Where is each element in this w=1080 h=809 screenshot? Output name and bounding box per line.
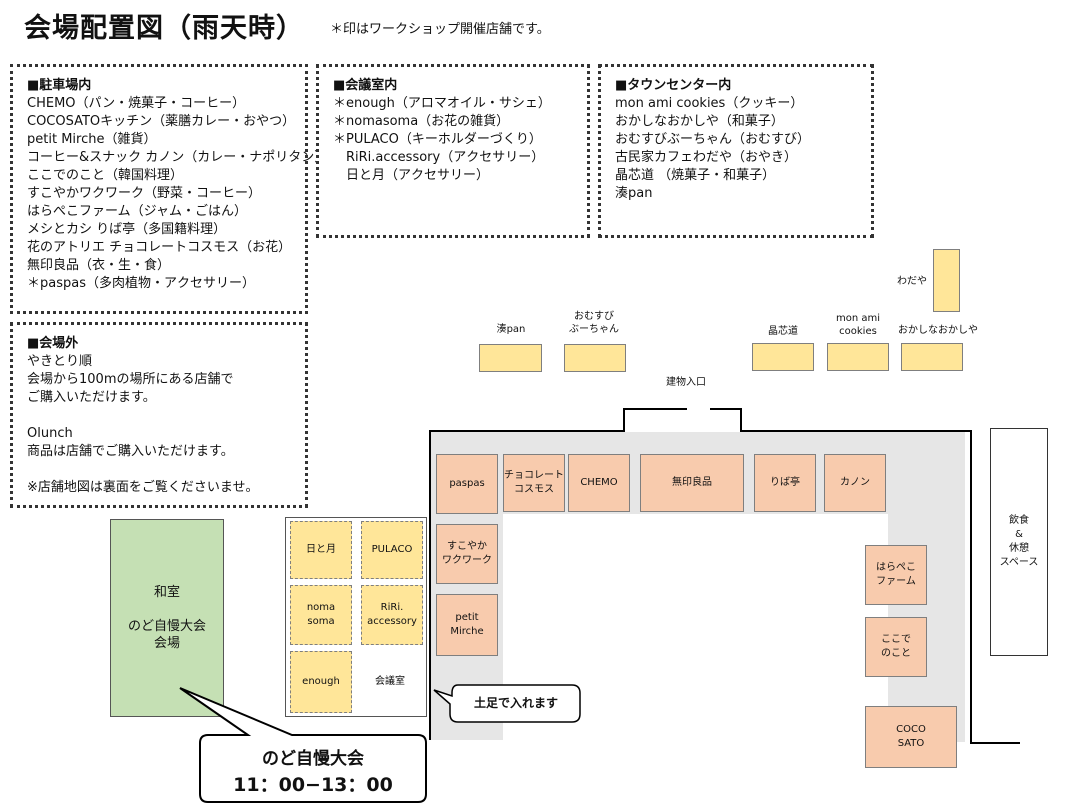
list-item: 日と月（アクセサリー） — [333, 168, 490, 183]
list-item: すこやかワクワーク（野菜・コーヒー） — [27, 186, 262, 201]
shop-kanon: カノン — [824, 454, 886, 512]
shop-sukoyaka: すこやか ワクワーク — [436, 524, 498, 584]
entrance-left-post — [623, 408, 625, 430]
shop-shoshindo — [752, 343, 814, 371]
label-minato-pan: 湊pan — [496, 324, 526, 335]
parking-heading: ■駐車場内 — [27, 78, 92, 93]
label-omusubi: おむすび ぶーちゃん — [569, 311, 619, 335]
label-okashi: おかしなおかしや — [898, 325, 978, 336]
list-item: 会場から100mの場所にある店舗で — [27, 372, 234, 387]
list-item: ここでのこと（韓国料理） — [27, 168, 184, 183]
booth-riri: RiRi. accessory — [361, 585, 423, 645]
wall-left — [429, 430, 431, 740]
shop-petit-mirche: petit Mirche — [436, 594, 498, 656]
meeting-room-label: 会議室 — [375, 676, 405, 687]
list-item: おかしなおかしや（和菓子） — [615, 114, 784, 129]
shop-kokode: ここで のこと — [865, 617, 927, 677]
shop-wadaya — [933, 249, 960, 312]
list-item: ＊enough（アロマオイル・サシェ） — [333, 96, 551, 111]
booth-hitotsuki: 日と月 — [290, 521, 352, 579]
shop-okashi — [901, 343, 963, 371]
meeting-box: ■会議室内 ＊enough（アロマオイル・サシェ） ＊nomasoma（お花の雑貨… — [316, 64, 590, 238]
outside-list: やきとり順会場から100mの場所にある店舗でご購入いただけます。 Olunch 商… — [27, 353, 305, 497]
shop-muji: 無印良品 — [640, 454, 744, 512]
dosoku-callout-text: 土足で入れます — [473, 696, 558, 710]
list-item: 古民家カフェわだや（おやき） — [615, 150, 798, 165]
wall-top-left — [429, 430, 625, 432]
entrance-right-top — [710, 408, 742, 410]
list-item: はらぺこファーム（ジャム・ごはん） — [27, 204, 247, 219]
shop-chocolate-cosmos: チョコレート コスモス — [503, 454, 565, 512]
karaoke-time: 11：00−13：00 — [233, 774, 393, 796]
list-item — [27, 461, 305, 479]
label-shoshindo: 晶芯道 — [768, 326, 798, 337]
list-item: mon ami cookies（クッキー） — [615, 96, 804, 111]
wall-top-right — [740, 430, 972, 432]
list-item: ※店舗地図は裏面をご覧くださいませ。 — [27, 480, 259, 495]
workshop-note: ＊印はワークショップ開催店舗です。 — [330, 22, 550, 37]
list-item: ＊nomasoma（お花の雑貨） — [333, 114, 510, 129]
list-item: 花のアトリエ チョコレートコスモス（お花） — [27, 240, 292, 255]
list-item: ＊paspas（多肉植物・アクセサリー） — [27, 276, 255, 291]
town-center-list: mon ami cookies（クッキー） おかしなおかしや（和菓子） おむすびぶー… — [615, 95, 871, 203]
booth-enough: enough — [290, 651, 352, 713]
label-monami: mon ami cookies — [835, 313, 881, 337]
washitsu: 和室 のど自慢大会 会場 — [110, 519, 224, 717]
town-center-heading: ■タウンセンター内 — [615, 78, 732, 93]
parking-box: ■駐車場内 CHEMO（パン・焼菓子・コーヒー） COCOSATOキッチン（薬膳カ… — [10, 64, 328, 314]
entrance-label: 建物入口 — [666, 377, 706, 388]
list-item: メシとカシ りば亭（多国籍料理） — [27, 222, 227, 237]
meeting-list: ＊enough（アロマオイル・サシェ） ＊nomasoma（お花の雑貨） ＊PULA… — [333, 95, 587, 185]
list-item: ＊PULACO（キーホルダーづくり） — [333, 132, 542, 147]
list-item: 商品は店舗でご購入いただけます。 — [27, 444, 234, 459]
entrance-left-top — [623, 408, 687, 410]
list-item: やきとり順 — [27, 354, 93, 369]
page-title: 会場配置図（雨天時） — [24, 13, 304, 44]
list-item: COCOSATOキッチン（薬膳カレー・おやつ） — [27, 114, 296, 129]
shop-monami — [827, 343, 889, 371]
list-item: ご購入いただけます。 — [27, 390, 156, 405]
outside-box: ■会場外 やきとり順会場から100mの場所にある店舗でご購入いただけます。 Ol… — [10, 322, 308, 508]
shop-minato-pan — [479, 344, 542, 372]
shop-chemo: CHEMO — [568, 454, 630, 512]
meeting-heading: ■会議室内 — [333, 78, 398, 93]
list-item: petit Mirche（雑貨） — [27, 132, 157, 147]
parking-list: CHEMO（パン・焼菓子・コーヒー） COCOSATOキッチン（薬膳カレー・おやつ… — [27, 95, 328, 293]
shop-paspas: paspas — [436, 454, 498, 514]
list-item: CHEMO（パン・焼菓子・コーヒー） — [27, 96, 246, 111]
karaoke-title: のど自慢大会 — [262, 749, 364, 769]
list-item: 晶芯道 （焼菓子・和菓子） — [615, 168, 776, 183]
list-item: コーヒー&スナック カノン（カレー・ナポリタン） — [27, 150, 328, 165]
list-item: 無印良品（衣・生・食） — [27, 258, 171, 273]
list-item: RiRi.accessory（アクセサリー） — [333, 150, 545, 165]
rest-space: 飲食 & 休憩 スペース — [990, 428, 1048, 656]
shop-cocosato: COCO SATO — [865, 706, 957, 768]
list-item: Olunch — [27, 426, 73, 441]
shop-omusubi — [564, 344, 626, 372]
town-center-box: ■タウンセンター内 mon ami cookies（クッキー） おかしなおかしや（… — [598, 64, 874, 238]
list-item — [27, 407, 305, 425]
label-wadaya: わだや — [897, 276, 927, 287]
booth-nomasoma: noma soma — [290, 585, 352, 645]
list-item: 湊pan — [615, 186, 653, 201]
shop-harapeko: はらぺこ ファーム — [865, 545, 927, 605]
booth-pulaco: PULACO — [361, 521, 423, 579]
entrance-right-post — [740, 408, 742, 430]
outside-heading: ■会場外 — [27, 336, 79, 351]
list-item: おむすびぶーちゃん（おむすび） — [615, 132, 811, 147]
wall-right — [970, 430, 972, 742]
wall-bottom-right — [970, 742, 1020, 744]
shop-ribatei: りば亭 — [754, 454, 816, 512]
